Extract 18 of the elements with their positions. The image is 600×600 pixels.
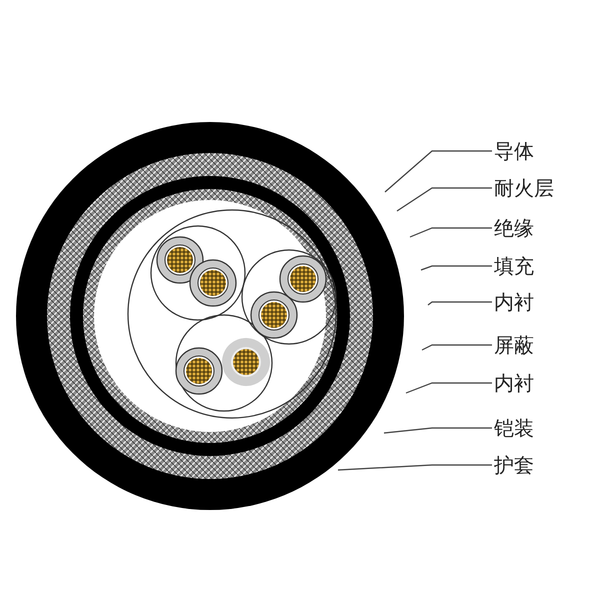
leader-line: [420, 265, 492, 271]
layer-label: 护套: [494, 452, 534, 478]
layer-label: 铠装: [494, 415, 534, 441]
layer-label: 导体: [494, 138, 534, 164]
leader-line: [410, 227, 492, 238]
leader-line: [422, 344, 492, 351]
layer-label: 耐火层: [494, 175, 554, 201]
layer-label: 绝缘: [494, 215, 534, 241]
leader-line: [396, 187, 492, 212]
layer-label: 内衬: [494, 370, 534, 396]
layer-label: 屏蔽: [494, 332, 534, 358]
layer-label: 内衬: [494, 289, 534, 315]
leader-line: [338, 464, 492, 471]
leader-line: [406, 382, 492, 394]
leader-line: [428, 301, 492, 306]
leader-line: [384, 150, 492, 192]
layer-label: 填充: [494, 253, 534, 279]
leader-line: [384, 427, 492, 434]
